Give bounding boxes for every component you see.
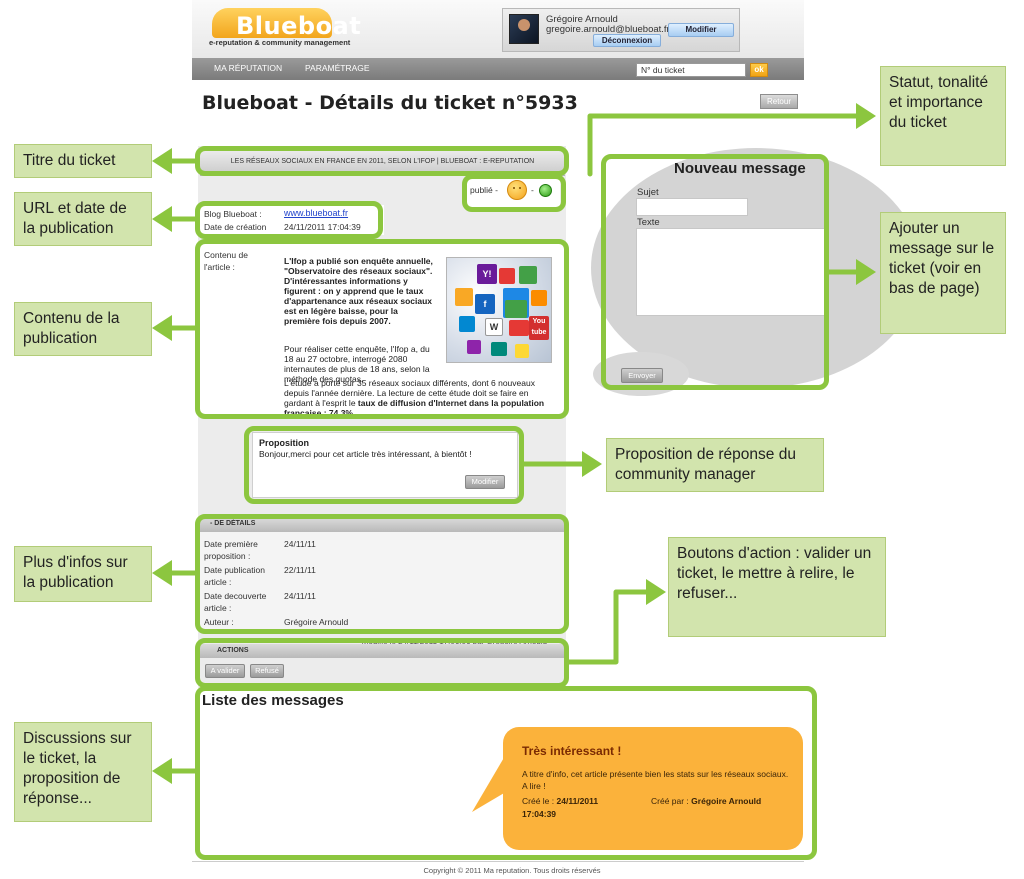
- footer: Copyright © 2011 Ma reputation. Tous dro…: [423, 866, 601, 875]
- proposition-box: [252, 432, 518, 498]
- nav-item-reputation[interactable]: MA RÉPUTATION: [214, 63, 283, 73]
- sujet-input[interactable]: [636, 198, 748, 216]
- ticket-search-input[interactable]: N° du ticket: [636, 63, 746, 77]
- logo-text[interactable]: Blueboat: [236, 12, 362, 40]
- messages-title: Liste des messages: [202, 692, 344, 709]
- content-label: Contenu de l'article :: [204, 250, 248, 272]
- ticket-title: LES RÉSEAUX SOCIAUX EN FRANCE EN 2011, S…: [230, 158, 535, 165]
- new-message-title: Nouveau message: [674, 160, 806, 177]
- message-time: 17:04:39: [522, 809, 557, 819]
- creation-label: Date de création: [204, 222, 267, 232]
- logo-tagline: e-reputation & community management: [209, 38, 351, 47]
- message-bubble: [503, 727, 803, 850]
- ticket-search-ok-button[interactable]: ok: [750, 63, 768, 77]
- annotation-titre: Titre du ticket: [14, 144, 152, 178]
- page-title: Blueboat - Détails du ticket n°5933: [202, 92, 578, 114]
- annotation-statut: Statut, tonalité et importance du ticket: [880, 66, 1006, 166]
- message-text: A titre d'info, cet article présente bie…: [522, 769, 789, 791]
- annotation-contenu: Contenu de la publication: [14, 302, 152, 356]
- refuse-button[interactable]: Refusé: [250, 664, 284, 678]
- profile-modify-button[interactable]: Modifier: [668, 23, 734, 37]
- annotation-discussions: Discussions sur le ticket, la propositio…: [14, 722, 152, 822]
- details-panel: [200, 518, 564, 630]
- green-dot-icon[interactable]: [539, 184, 552, 197]
- avatar: [509, 14, 539, 44]
- detail-value: Grégoire Arnould: [284, 617, 349, 627]
- retour-button[interactable]: Retour: [760, 94, 798, 109]
- details-header-label[interactable]: - DE DÉTAILS: [210, 520, 256, 527]
- article-paragraph-3: L'étude a porté sur 35 réseaux sociaux d…: [284, 378, 545, 418]
- user-email: gregoire.arnould@blueboat.fr: [546, 24, 670, 35]
- annotation-plus-infos: Plus d'infos sur la publication: [14, 546, 152, 602]
- detail-label: Date decouverte article :: [204, 591, 267, 613]
- creation-date: 24/11/2011 17:04:39: [284, 222, 361, 232]
- texte-label: Texte: [637, 217, 660, 228]
- message-created: Créé le : 24/11/2011: [522, 796, 599, 806]
- proposition-title: Proposition: [259, 438, 309, 448]
- blog-url-link[interactable]: www.blueboat.fr: [284, 208, 349, 218]
- annotation-ajouter: Ajouter un message sur le ticket (voir e…: [880, 212, 1006, 334]
- publication-meta: [200, 205, 384, 235]
- article-intro: L'Ifop a publié son enquête annuelle, "O…: [284, 256, 433, 326]
- annotation-url: URL et date de la publication: [14, 192, 152, 246]
- annotation-boutons: Boutons d'action : valider un ticket, le…: [668, 537, 886, 637]
- detail-value: 22/11/11: [284, 565, 316, 575]
- envoyer-button[interactable]: Envoyer: [621, 368, 663, 383]
- actions-header: [200, 644, 564, 658]
- message-title: Très intéressant !: [522, 744, 622, 758]
- detail-value: 24/11/11: [284, 539, 316, 549]
- article-paragraph-2: Pour réaliser cette enquête, l'Ifop a, d…: [284, 344, 430, 384]
- proposition-modify-button[interactable]: Modifier: [465, 475, 505, 489]
- annotation-proposition: Proposition de réponse du community mana…: [606, 438, 824, 492]
- logout-button[interactable]: Déconnexion: [593, 34, 661, 47]
- a-valider-button[interactable]: A valider: [205, 664, 245, 678]
- actions-header-label: ACTIONS: [217, 647, 249, 654]
- detail-label: Date première proposition :: [204, 539, 258, 561]
- proposition-text: Bonjour,merci pour cet article très inté…: [259, 449, 472, 459]
- footer-divider: [192, 861, 804, 862]
- user-name: Grégoire Arnould: [546, 14, 618, 25]
- detail-label: Auteur :: [204, 617, 234, 627]
- detail-value: 24/11/11: [284, 591, 316, 601]
- status-separator: -: [531, 185, 534, 195]
- texte-textarea[interactable]: [636, 228, 826, 316]
- status-label: publié -: [470, 185, 498, 195]
- details-header[interactable]: [200, 518, 564, 532]
- detail-label: Date publication article :: [204, 565, 265, 587]
- smiley-icon[interactable]: [507, 180, 527, 200]
- message-author: Créé par : Grégoire Arnould: [651, 796, 762, 806]
- sujet-label: Sujet: [637, 187, 659, 198]
- logo-icon[interactable]: [212, 8, 332, 38]
- nav-item-parametrage[interactable]: PARAMÉTRAGE: [305, 63, 370, 73]
- blog-label: Blog Blueboat :: [204, 209, 262, 219]
